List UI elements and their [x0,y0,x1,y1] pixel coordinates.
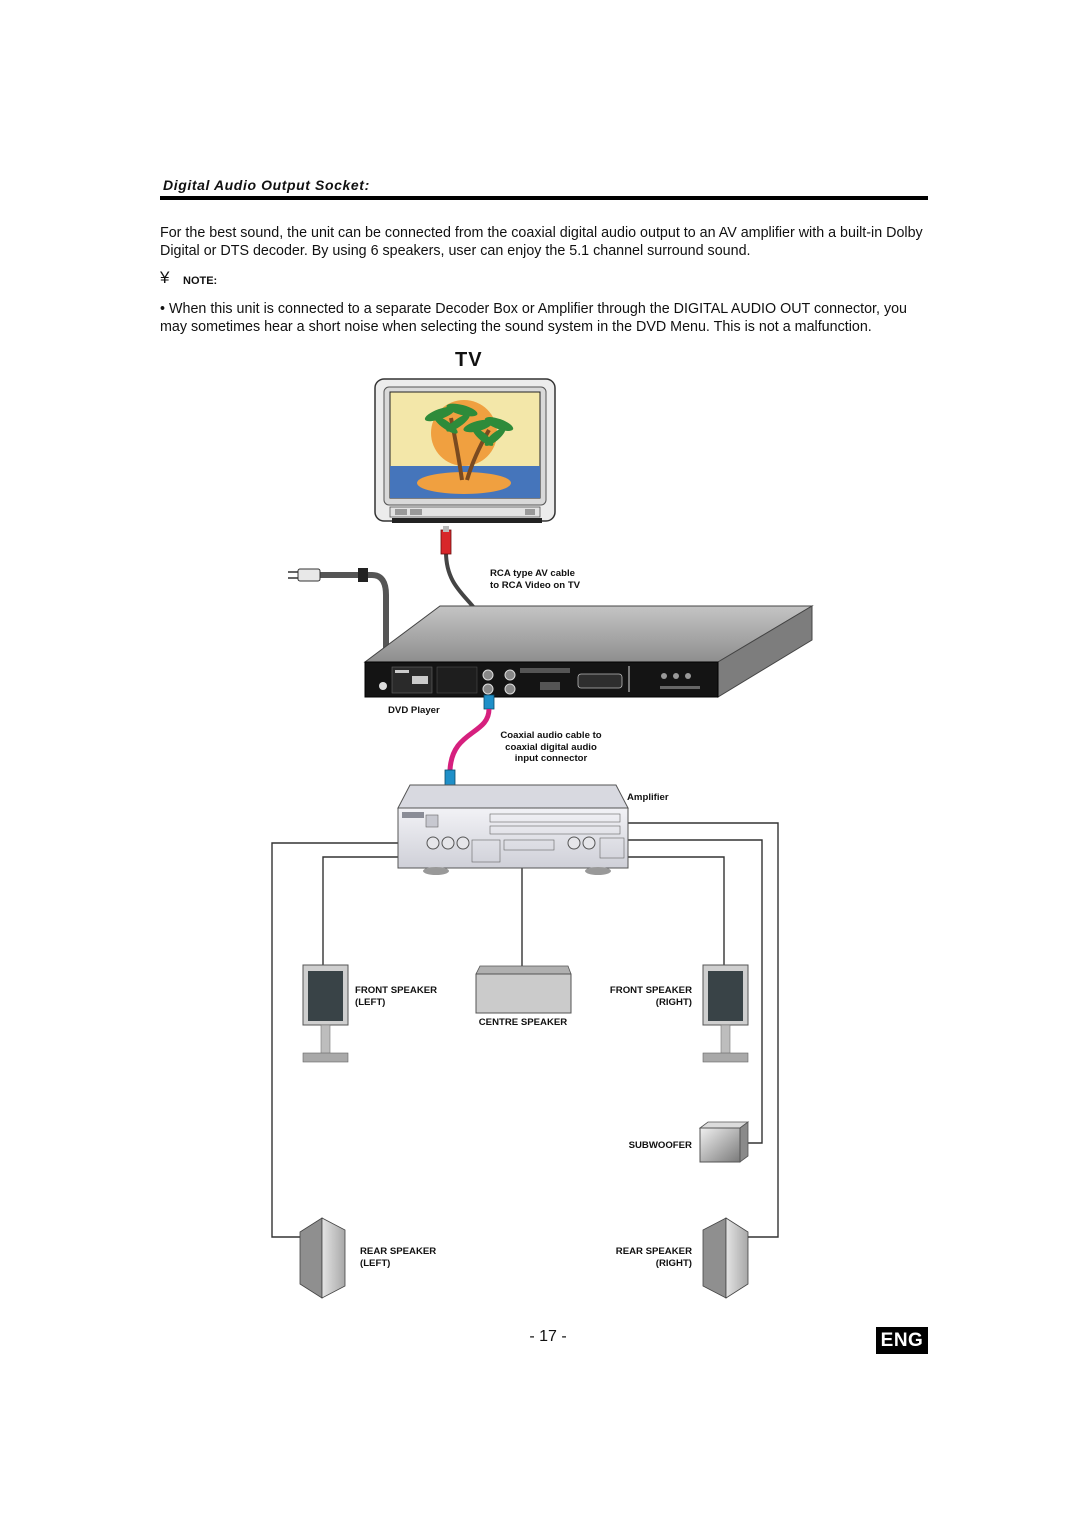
language-badge: ENG [876,1327,928,1354]
amplifier-illustration [397,784,629,875]
bullet-marker: • [160,301,166,317]
tv-illustration [374,378,556,523]
bullet-text: When this unit is connected to a separat… [160,301,907,335]
coax-cable-label-line: input connector [514,753,588,764]
note-label: NOTE: [183,275,218,287]
front-left-speaker-label-line: FRONT SPEAKER [355,985,438,996]
speaker-wires [271,822,779,1238]
rear-right-speaker-illustration [702,1217,749,1299]
subwoofer-label: SUBWOOFER [628,1140,692,1151]
power-cord [288,568,389,662]
front-left-speaker-label-line: (LEFT) [355,996,386,1008]
rear-left-speaker-label-line: REAR SPEAKER [360,1246,437,1257]
rca-cable-label: RCA type AV cable to RCA Video on TV [490,568,580,591]
rear-left-speaker-label-line: (LEFT) [360,1257,391,1269]
tv-label: TV [455,349,483,371]
rear-left-speaker-label: REAR SPEAKER (LEFT) [360,1246,436,1269]
coax-cable-label-line: coaxial digital audio [505,741,597,753]
front-right-speaker-label-line: FRONT SPEAKER [609,985,692,996]
coax-cable-label-line: Coaxial audio cable to [500,730,602,741]
rear-right-speaker-label-line: REAR SPEAKER [615,1246,692,1257]
note-icon: ¥ [160,268,170,287]
centre-speaker-label: CENTRE SPEAKER [478,1017,568,1028]
front-left-speaker-label: FRONT SPEAKER (LEFT) [355,985,437,1008]
front-right-speaker-label: FRONT SPEAKER (RIGHT) [610,985,692,1008]
section-heading: Digital Audio Output Socket: [163,177,370,193]
front-left-speaker-illustration [302,964,349,1063]
page-number: - 17 - [529,1328,567,1345]
rear-right-speaker-label-line: (RIGHT) [655,1257,692,1269]
rca-cable-label-line: to RCA Video on TV [490,579,581,591]
rear-left-speaker-illustration [299,1217,346,1299]
front-right-speaker-label-line: (RIGHT) [655,996,692,1008]
coax-cable-label: Coaxial audio cable to coaxial digital a… [481,730,621,765]
rca-cable-label-line: RCA type AV cable [490,568,575,579]
dvd-player-illustration [363,605,814,698]
front-right-speaker-illustration [702,964,749,1063]
dvd-player-label: DVD Player [388,705,440,716]
rear-right-speaker-label: REAR SPEAKER (RIGHT) [616,1246,692,1269]
intro-paragraph: For the best sound, the unit can be conn… [160,225,923,259]
centre-speaker-illustration [475,965,572,1014]
amplifier-label: Amplifier [627,792,669,803]
subwoofer-illustration [698,1121,750,1163]
note-bullet: •When this unit is connected to a separa… [160,300,930,336]
heading-rule [160,196,928,200]
